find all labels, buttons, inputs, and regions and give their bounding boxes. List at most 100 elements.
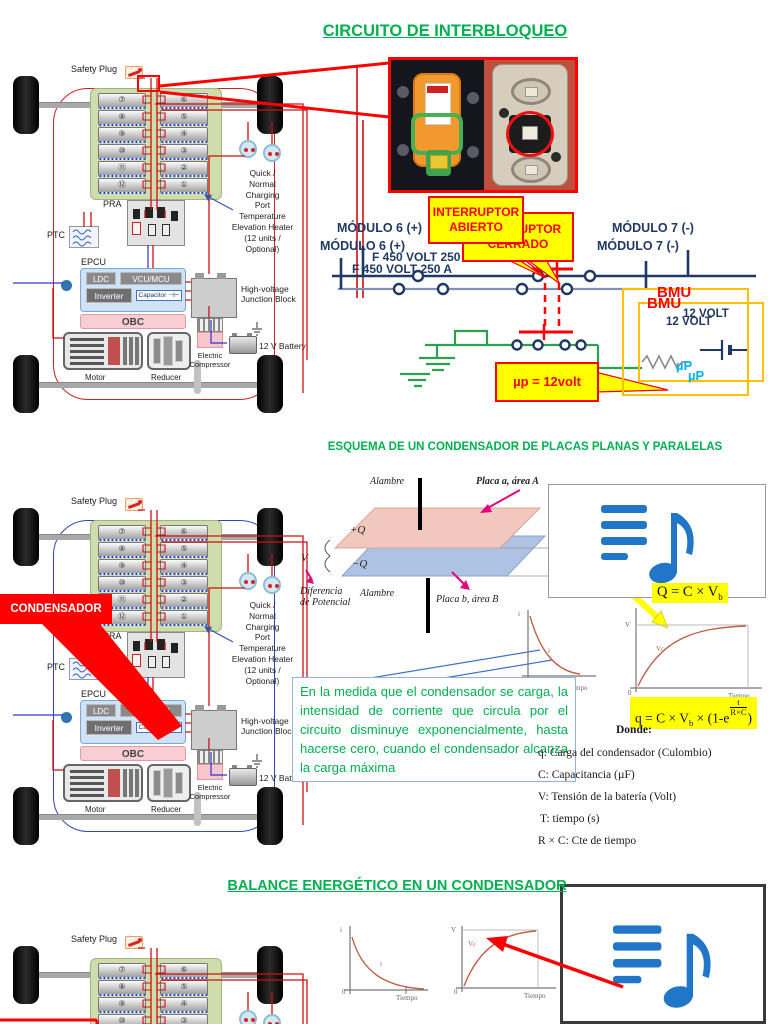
hvjb-terminal [217,705,226,711]
battery-module: ④ [160,559,208,575]
reducer-gear [175,772,183,794]
wheel-front-right [257,508,283,566]
socket-oval-bottom [511,156,551,183]
socket-pin-bottom [525,165,538,175]
pra-relay [157,207,165,218]
port-pin [244,148,248,152]
wheel-front-left [13,508,39,566]
fuse-label: F 450 VOLT 250 A [352,262,453,276]
battery-module: ① [160,610,208,626]
port-pin [244,580,248,584]
battery-module: ④ [160,127,208,143]
compressor-label: Electric Compressor [189,351,231,369]
motor-grille [70,362,104,365]
hvjb-label: High-voltage Junction Block [241,716,296,736]
battery-module: ③ [160,1014,208,1024]
safety-plug-icon [125,66,143,79]
plug-bolt [397,144,409,156]
battery-module: ⑤ [160,542,208,558]
battery12-icon [229,336,257,354]
socket-hole [551,152,561,162]
motor-grille [70,338,104,341]
graphC-curve-label: i [380,960,382,968]
minus-q-label: −Q [352,558,368,570]
audio-media-box-2[interactable] [560,884,766,1024]
motor-bar [129,337,133,365]
audio-playlist-icon[interactable] [613,923,713,1013]
plug-label-mark [427,86,448,93]
wheel-rear-right [257,355,283,413]
wheel-rear-left [13,787,39,845]
graphB-v: V [625,621,630,629]
graphD-xlabel: Tiempo [524,992,546,1000]
safety-plug-dot [138,938,142,942]
definition-q: q: Carga del condensador (Culombio) [538,747,712,759]
battery-module: ③ [160,144,208,160]
battery-module: ① [160,178,208,194]
ptc-label: PTC [47,662,65,672]
plug-bolt [467,146,479,158]
wheel-front-left [13,946,39,1004]
formula-q-max: Q = C × Vb [652,583,728,603]
pra-relay [145,639,153,650]
pra-relay [133,209,140,219]
hvjb-label: High-voltage Junction Block [241,284,296,304]
battery-module: ⑨ [98,127,146,143]
battery-module: ⑩ [98,1014,146,1024]
pra-relay [171,643,178,653]
epcu-label: EPCU [81,257,107,267]
graphB-zero: 0 [628,689,632,697]
graphA-curve-label: i [548,647,550,655]
safety-plug-photos [388,57,578,193]
battery-module: ⑧ [98,980,146,996]
socket-hole [499,108,509,118]
battery-module: ④ [160,997,208,1013]
pra-relay [157,639,165,650]
modulo6-label: MÓDULO 6 (+) [337,221,423,235]
reducer-gear [163,768,173,798]
safety-plug-label: Safety Plug [71,496,118,506]
battery-module: ⑤ [160,110,208,126]
motor-grille [70,794,104,797]
pra-relay [148,224,156,236]
safety-plug-icon [125,498,143,511]
port-pin [275,584,279,588]
battery-module: ⑤ [160,980,208,996]
pra-relay [162,224,170,236]
motor-stripe [108,769,120,797]
pra-label: PRA [103,199,122,209]
explanation-paragraph: En la medida que el condensador se carga… [292,677,576,782]
definition-rc: R × C: Cte de tiempo [538,835,637,847]
interlock-red-circle [506,111,554,157]
obc-box: OBC [80,314,186,329]
volt12-label: 12 VOLT [683,308,729,320]
charging-port-label: Quick / Normal Charging Port Temperature… [231,168,294,254]
plus-q-label: +Q [350,524,366,536]
formula1-main: Q = C × V [657,584,719,600]
battery12-icon [229,768,257,786]
motor-bar [123,769,127,797]
callout-abierto-line2: ABIERTO [449,220,503,234]
placa-a-label: Placa a, área A [476,476,539,487]
graphC-ylabel: i [340,926,342,934]
motor-label: Motor [85,805,106,814]
battery-module: ⑧ [98,542,146,558]
safety-plug-dot [138,68,142,72]
pra-relay [133,641,140,651]
volt12-label: 12 VOLT [666,316,712,328]
battery-module: ⑦ [98,963,146,979]
compressor-base [197,332,223,348]
formula2-num: t [730,697,747,709]
audio-media-box[interactable] [548,484,766,598]
section2-title: ESQUEMA DE UN CONDENSADOR DE PLACAS PLAN… [327,441,723,453]
can-node-icon [61,712,72,723]
audio-playlist-icon[interactable] [601,503,696,588]
diferencia-label: Diferencia de Potencial [300,586,351,608]
charging-port-quick [239,572,257,590]
battery-module: ⑩ [98,576,146,592]
battery-module: ⑨ [98,997,146,1013]
plug-bolt [467,92,479,104]
motor-box [63,764,143,802]
